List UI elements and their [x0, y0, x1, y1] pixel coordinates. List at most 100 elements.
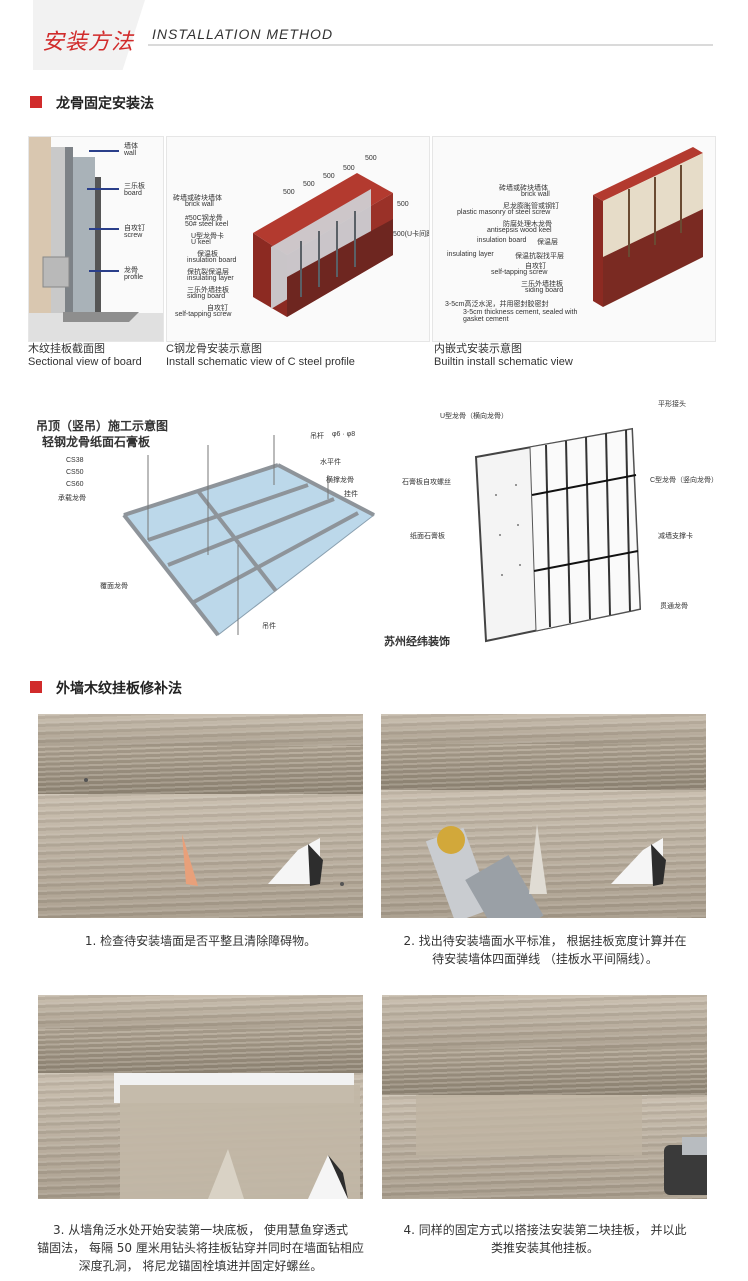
cs-label-3: 保温板	[197, 251, 218, 258]
bi-label-4-en: insulating layer	[447, 251, 494, 258]
cs-label-2: U型龙骨卡	[191, 233, 225, 240]
ceiling-spec-1: CS50	[66, 469, 84, 476]
diagram-c-steel: 500 500 500 500 500 500 500(U卡间距500mm) 砖…	[166, 136, 430, 342]
photo-1-marks	[84, 778, 344, 886]
caption-builtin-en: Builtin install schematic view	[434, 356, 573, 368]
cs-label-5: 三乐外墙挂板	[187, 287, 229, 294]
partition-brand: 苏州经纬装饰	[384, 635, 450, 648]
partition-label-3: C型龙骨（竖向龙骨）	[650, 477, 719, 484]
ceiling-spec-2: CS60	[66, 481, 84, 488]
diagram-partition: U型龙骨（横向龙骨） 平形接头 石膏板自攻螺丝 C型龙骨（竖向龙骨） 纸面石膏板…	[384, 395, 719, 655]
sec-label-2-cn: 自攻钉	[124, 225, 145, 232]
cs-label-1: #50C钢龙骨	[185, 215, 223, 222]
photo-3-marks	[114, 1073, 360, 1199]
caption-c-steel-en: Install schematic view of C steel profil…	[166, 356, 355, 368]
step-3-line-1: 3. 从墙角泛水处开始安装第一块底板， 使用慧鱼穿透式	[52, 1223, 349, 1237]
bi-label-6: 三乐外墙挂板	[521, 281, 563, 288]
bi-label-0: 砖墙或砖块墙体	[499, 185, 548, 192]
dim-3: 500	[343, 165, 355, 172]
diagram-sectional: 墙体 wall 三乐板 board 自攻钉 screw 龙骨 profile	[28, 136, 164, 342]
bi-label-4: 保温抗裂找平层	[515, 253, 564, 260]
ceiling-spec-0: CS38	[66, 457, 84, 464]
ceiling-title-2: 轻钢龙骨纸面石膏板	[42, 435, 151, 449]
page-title: 安装方法	[42, 30, 135, 55]
header-divider	[148, 44, 713, 46]
dim-1: 500	[303, 181, 315, 188]
photo-4-marks	[416, 1095, 707, 1195]
partition-label-2: 石膏板自攻螺丝	[402, 479, 451, 486]
step-1-text: 1. 检查待安装墙面是否平整且清除障碍物。	[38, 932, 363, 950]
photo-step-4	[382, 995, 707, 1199]
page-subtitle: INSTALLATION METHOD	[152, 26, 334, 42]
builtin-drawing	[593, 147, 703, 307]
bi-label-6-en: siding board	[525, 287, 564, 294]
dim-2: 500	[323, 173, 335, 180]
cs-label-1-en: 50# steel keel	[185, 221, 229, 228]
partition-label-6: 贯通龙骨	[660, 603, 688, 610]
cs-label-6-en: self-tapping screw	[175, 311, 232, 318]
step-3-line-2: 锚固法， 每隔 50 厘米用钻头将挂板钻穿并同时在墙面钻相应	[37, 1241, 364, 1255]
step-4-line-1: 4. 同样的固定方式以搭接法安装第二块挂板， 并以此	[403, 1223, 687, 1237]
cs-label-3-en: insulation board	[187, 257, 237, 264]
section-title-repair: 外墙木纹挂板修补法	[56, 681, 182, 697]
step-3-text: 3. 从墙角泛水处开始安装第一块底板， 使用慧鱼穿透式 锚固法， 每隔 50 厘…	[28, 1221, 373, 1275]
ceiling-label-0: 吊杆	[310, 433, 324, 440]
bi-label-1: 尼龙膨胀管或钢钉	[503, 203, 559, 210]
caption-c-steel-cn: C钢龙骨安装示意图	[166, 343, 262, 355]
caption-sectional-cn: 木纹挂板截面图	[28, 343, 105, 355]
photo-2-marks	[425, 824, 666, 918]
ceiling-label-1: φ6 · φ8	[332, 431, 356, 438]
bi-label-3: insulation board	[477, 237, 527, 244]
ceiling-label-5: 承载龙骨	[58, 495, 86, 502]
bi-label-1-en: plastic masonry of steel screw	[457, 209, 551, 216]
ceiling-label-7: 吊件	[262, 623, 276, 630]
sectional-drawing	[29, 137, 163, 341]
ceiling-label-3: 横撑龙骨	[326, 477, 354, 484]
dim-6: 500(U卡间距500mm)	[393, 231, 429, 238]
caption-builtin-cn: 内嵌式安装示意图	[434, 343, 522, 355]
sec-label-0-cn: 墙体	[124, 143, 138, 150]
cs-label-2-en: U keel	[191, 239, 211, 246]
step-3-line-3: 深度孔洞， 将尼龙锚固栓填进并固定好螺丝。	[78, 1259, 323, 1273]
ceiling-drawing	[122, 435, 375, 637]
bi-label-3-cn: 保温层	[537, 239, 558, 246]
bi-label-2: 防腐处理木龙骨	[503, 221, 552, 228]
cs-label-5-en: siding board	[187, 293, 226, 300]
cs-label-6: 自攻钉	[207, 305, 228, 312]
ceiling-label-6: 覆面龙骨	[100, 583, 128, 590]
section-marker	[30, 96, 42, 108]
diagram-builtin: 砖墙或砖块墙体 brick wall 尼龙膨胀管或钢钉 plastic maso…	[432, 136, 716, 342]
dim-0: 500	[283, 189, 295, 196]
bi-label-5: 自攻钉	[525, 263, 546, 270]
sec-label-3-cn: 龙骨	[124, 267, 138, 274]
dim-5: 500	[397, 201, 409, 208]
step-2-text: 2. 找出待安装墙面水平标准， 根据挂板宽度计算并在 待安装墙体四面弹线 （挂板…	[375, 932, 715, 968]
partition-label-4: 纸面石膏板	[410, 533, 445, 540]
cs-label-0-en: brick wall	[185, 201, 214, 208]
partition-label-0: U型龙骨（横向龙骨）	[440, 413, 509, 420]
photo-step-2	[381, 714, 706, 918]
photo-step-1	[38, 714, 363, 918]
cs-label-4-en: insulating layer	[187, 275, 234, 282]
step-2-line-1: 2. 找出待安装墙面水平标准， 根据挂板宽度计算并在	[403, 934, 687, 948]
ceiling-label-2: 水平件	[320, 459, 341, 466]
step-4-text: 4. 同样的固定方式以搭接法安装第二块挂板， 并以此 类推安装其他挂板。	[375, 1221, 715, 1257]
photo-step-3	[38, 995, 363, 1199]
ceiling-label-4: 挂件	[344, 491, 358, 498]
sec-label-2-en: screw	[124, 232, 143, 239]
cs-label-0: 砖墙或砖块墙体	[173, 195, 222, 202]
partition-drawing	[474, 427, 642, 643]
step-2-line-2: 待安装墙体四面弹线 （挂板水平间隔线）。	[432, 952, 658, 966]
sec-label-3-en: profile	[124, 274, 144, 281]
partition-label-5: 减墙支撑卡	[658, 533, 693, 540]
sec-label-1-cn: 三乐板	[124, 183, 145, 190]
c-steel-drawing	[253, 173, 393, 317]
caption-sectional-en: Sectional view of board	[28, 356, 142, 368]
diagram-ceiling: 吊顶（竖吊）施工示意图 轻钢龙骨纸面石膏板 CS38 CS50 CS60 吊杆 …	[28, 395, 388, 655]
section-title-keel: 龙骨固定安装法	[56, 96, 154, 112]
bi-label-5-en: self-tapping screw	[491, 269, 548, 276]
sec-label-1-en: board	[124, 190, 142, 197]
cs-label-4: 保抗裂保温层	[187, 269, 229, 276]
section-marker-2	[30, 681, 42, 693]
bi-label-2-en: antisepsis wood keel	[487, 227, 552, 234]
